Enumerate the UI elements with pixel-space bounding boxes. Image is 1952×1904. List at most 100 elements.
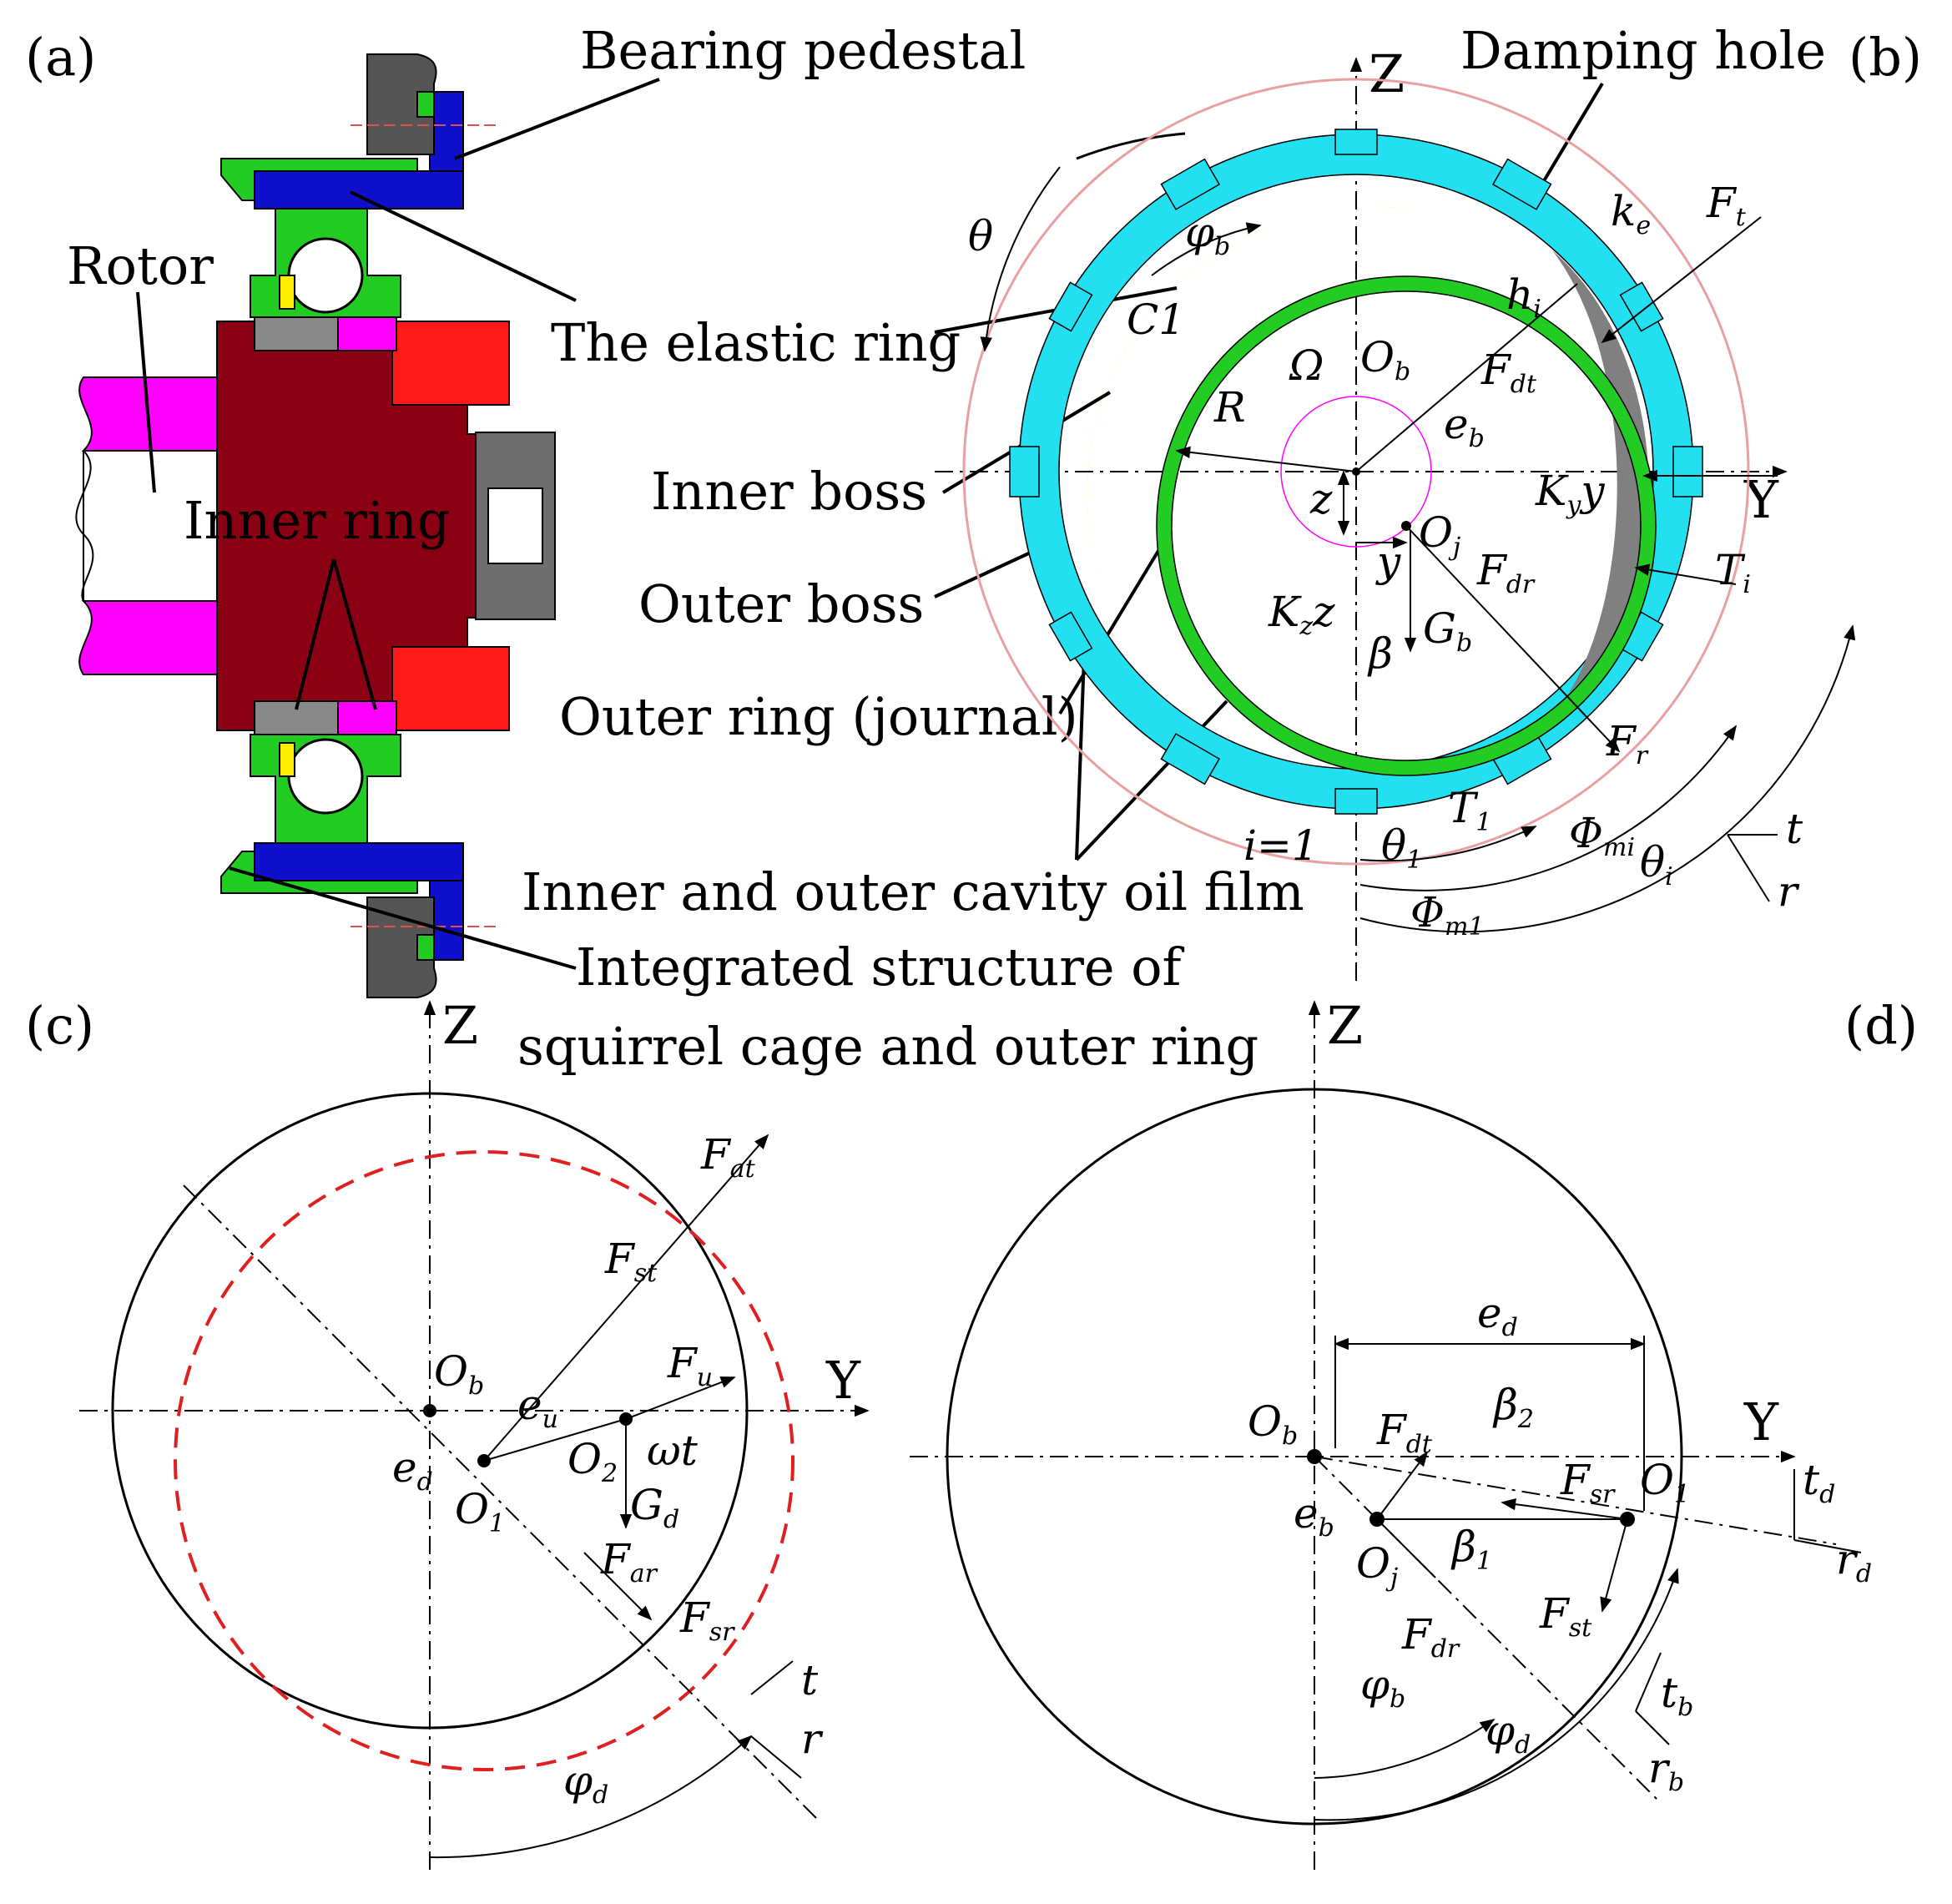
svg-text:Fdt: Fdt bbox=[1376, 1406, 1433, 1459]
svg-text:Fst: Fst bbox=[1539, 1589, 1592, 1643]
sym-fst-d: F bbox=[1539, 1589, 1571, 1638]
sym-o2-c: O bbox=[567, 1435, 602, 1483]
sym-phimi-b: Φ bbox=[1569, 809, 1603, 857]
svg-text:Gb: Gb bbox=[1423, 604, 1472, 658]
svg-text:rd: rd bbox=[1836, 1535, 1872, 1588]
sym-oj-b: O bbox=[1419, 508, 1453, 557]
shaft-break bbox=[75, 450, 94, 602]
sym-o1-c: O bbox=[455, 1485, 489, 1533]
axis-z-label-c: Z bbox=[442, 995, 478, 1056]
svg-text:rb: rb bbox=[1648, 1744, 1684, 1797]
sym-ti-b: T bbox=[1715, 546, 1746, 594]
svg-text:Ft: Ft bbox=[1706, 179, 1747, 232]
sym-beta2-d: β bbox=[1492, 1381, 1518, 1429]
ball-top bbox=[287, 237, 364, 314]
sym-ft-b: F bbox=[1706, 179, 1738, 227]
svg-text:β2: β2 bbox=[1492, 1381, 1534, 1434]
svg-text:O1: O1 bbox=[455, 1485, 505, 1538]
arc-thetai bbox=[1359, 624, 1856, 933]
housing-circle-d bbox=[946, 1088, 1683, 1826]
sleeve-bottom bbox=[78, 600, 243, 675]
svg-text:φd: φd bbox=[1485, 1706, 1531, 1760]
svg-text:Kzz: Kzz bbox=[1268, 588, 1335, 641]
sym-ob-b: O bbox=[1360, 333, 1395, 381]
sym-r-b: R bbox=[1213, 383, 1246, 432]
sym-o1-d: O bbox=[1640, 1456, 1674, 1504]
pedestal-top bbox=[366, 53, 437, 155]
sym-td-d: t bbox=[1803, 1456, 1820, 1504]
svg-text:φb: φb bbox=[1360, 1660, 1405, 1714]
label-bearing-pedestal: Bearing pedestal bbox=[580, 20, 1026, 81]
outer-bosses bbox=[1009, 158, 1703, 785]
label-cavity-oil-film: Inner and outer cavity oil film bbox=[522, 861, 1304, 922]
label-rotor: Rotor bbox=[67, 235, 214, 296]
label-integrated-line2: squirrel cage and outer ring bbox=[517, 1016, 1258, 1077]
svg-text:eb: eb bbox=[1444, 400, 1485, 453]
housing-circle-c bbox=[111, 1092, 749, 1730]
sym-c1-b: C1 bbox=[1127, 295, 1185, 344]
sym-oj-d: O bbox=[1356, 1539, 1390, 1588]
label-inner-ring: Inner ring bbox=[184, 490, 450, 551]
sym-beta-b: β bbox=[1367, 629, 1393, 678]
svg-text:θ1: θ1 bbox=[1381, 821, 1422, 875]
sym-fr-b: F bbox=[1606, 717, 1637, 765]
axis-y-label-c: Y bbox=[825, 1350, 861, 1411]
svg-text:td: td bbox=[1803, 1456, 1835, 1509]
svg-text:Fsr: Fsr bbox=[1560, 1456, 1616, 1509]
svg-text:Ob: Ob bbox=[1248, 1397, 1298, 1451]
label-inner-boss: Inner boss bbox=[651, 461, 927, 522]
sym-beta1-d: β bbox=[1450, 1523, 1476, 1571]
panel-c: (c) Z Y Fat Fst Ob eu Fu ed O1 O2 ωt Gd … bbox=[25, 995, 870, 1870]
sym-fat-c: F bbox=[700, 1130, 732, 1179]
svg-text:ed: ed bbox=[392, 1443, 433, 1497]
svg-text:θi: θi bbox=[1640, 838, 1673, 891]
sym-z-b: z bbox=[1309, 475, 1333, 523]
svg-text:φb: φb bbox=[1185, 208, 1230, 261]
red-ring-bottom bbox=[391, 646, 510, 731]
sym-ob-c: O bbox=[434, 1347, 468, 1396]
sym-phid-d: φ bbox=[1485, 1706, 1515, 1755]
svg-text:φd: φd bbox=[563, 1756, 608, 1810]
sym-fdt-b: F bbox=[1480, 346, 1512, 394]
sym-t-b: t bbox=[1786, 805, 1803, 853]
sym-ob-d: O bbox=[1248, 1397, 1282, 1446]
inner-bosses bbox=[1048, 129, 1664, 815]
damper-top bbox=[254, 170, 464, 210]
ball-bottom bbox=[287, 738, 364, 815]
sym-rd-d: r bbox=[1836, 1535, 1859, 1583]
panel-d: (d) Z Y ed Ob Fdt β2 Fsr O1 td rd eb Oj bbox=[910, 995, 1918, 1870]
svg-text:Ob: Ob bbox=[1360, 333, 1410, 386]
sym-t1-b: T bbox=[1448, 784, 1479, 832]
sym-ed-c: e bbox=[392, 1443, 417, 1492]
svg-text:Ti: Ti bbox=[1715, 546, 1751, 599]
panel-label-d: (d) bbox=[1844, 995, 1918, 1056]
svg-text:ed: ed bbox=[1477, 1289, 1518, 1342]
panel-label-c: (c) bbox=[25, 995, 94, 1056]
svg-text:Fu: Fu bbox=[667, 1339, 713, 1392]
axis-z-label-d: Z bbox=[1327, 995, 1363, 1056]
sym-t-c: t bbox=[801, 1656, 819, 1705]
sym-i1-b: i=1 bbox=[1243, 821, 1319, 870]
svg-text:Fat: Fat bbox=[700, 1130, 756, 1184]
svg-text:Φm1: Φm1 bbox=[1410, 888, 1485, 942]
svg-text:Far: Far bbox=[600, 1535, 658, 1588]
svg-text:Fr: Fr bbox=[1606, 717, 1649, 770]
svg-text:Kyy: Kyy bbox=[1535, 467, 1605, 520]
arc-phib-d bbox=[1314, 1718, 1496, 1779]
label-integrated-line1: Integrated structure of bbox=[576, 937, 1185, 997]
svg-text:Oj: Oj bbox=[1419, 508, 1460, 562]
sym-eu-c: e bbox=[517, 1381, 542, 1429]
axis-y-label-d: Y bbox=[1743, 1391, 1779, 1452]
sym-kzz-b: K bbox=[1268, 588, 1302, 636]
label-outer-boss: Outer boss bbox=[638, 573, 924, 634]
sym-gd-c: G bbox=[630, 1481, 663, 1529]
sym-theta-b: θ bbox=[968, 212, 993, 260]
sym-fdr-b: F bbox=[1476, 546, 1508, 594]
sym-phib-d: φ bbox=[1360, 1660, 1390, 1709]
axis-z-label-b: Z bbox=[1369, 43, 1405, 104]
svg-text:Fdr: Fdr bbox=[1476, 546, 1536, 599]
svg-text:Ob: Ob bbox=[434, 1347, 484, 1401]
sym-phim1-b: Φ bbox=[1410, 888, 1445, 937]
svg-text:O1: O1 bbox=[1640, 1456, 1690, 1509]
arc-phim1 bbox=[1359, 826, 1537, 862]
